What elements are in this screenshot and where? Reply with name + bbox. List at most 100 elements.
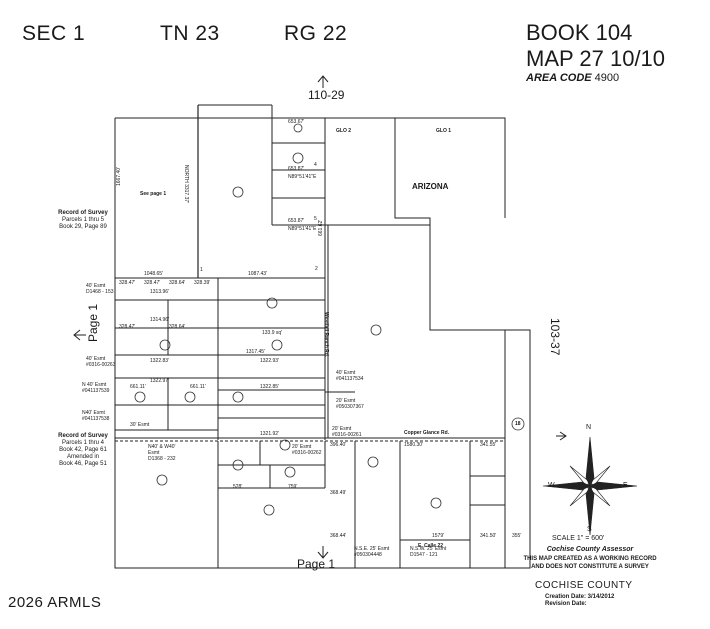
compass-rose [542,436,638,536]
creation-date: Creation Date: 3/14/2012 [545,594,615,600]
map-label: MAP 27 10/10 [526,46,666,71]
dimension-label: 328.39' [194,280,211,286]
adjacent-north[interactable]: 110-29 [308,88,345,102]
dimension-label: 396.40' [330,442,347,448]
dimension-label: 133.9 sq' [262,330,283,336]
dimension-label: 341.50' [480,533,497,539]
book-label: BOOK 104 [526,20,633,45]
dimension-label: 1322.93' [260,358,280,364]
dimension-label: 1314.96' [150,317,170,323]
dimension-label: 759' [288,484,298,490]
section-label: SEC 1 [22,22,86,45]
glo1-label: GLO 1 [436,128,452,134]
dimension-label: 661.11' [190,384,206,390]
dimension-label: 1313.96' [150,289,170,295]
record-survey-title: Record of Survey [58,210,108,216]
dimension-label: 328.64' [169,324,186,330]
dimension-label: 1322.83' [150,358,170,364]
dimension-label: 1048.65' [144,271,164,277]
assessor-label: Cochise County Assessor [546,546,634,553]
compass-west: W [548,482,555,489]
disclaimer-line-1: THIS MAP CREATED AS A WORKING RECORD [523,556,657,562]
parcel-18-label[interactable]: 18 [515,421,521,427]
parcel-18-strip [504,329,531,569]
calle-road-label: E. Calle 22 [418,543,444,549]
scale-label: SCALE 1" = 600' [552,535,605,542]
easement-note: 20' Esmt#0316-00261 [332,426,362,438]
dimension-label: 1322.97' [150,378,170,384]
record-survey-line: Book 46, Page 51 [59,461,107,467]
dimension-label: 1317.45' [246,349,266,355]
dimension-label: 1667.40' [116,166,122,186]
easement-note: 20' Esmt#0316-00262 [292,444,322,456]
section-boundary [114,118,506,569]
parcel-number-1: 1 [200,267,203,273]
compass-east: E [623,482,628,489]
dimension-label: 1579' [432,533,445,539]
dimension-label: 328.64' [169,280,186,286]
parcel-number-2: 2 [315,266,318,272]
dimension-label: 328.47' [119,324,136,330]
dimension-label: N89°51'41"E [288,226,317,232]
northeast-line [395,117,506,218]
dimension-label: 1321.92' [260,431,280,437]
range-label: RG 22 [284,22,348,45]
adjacent-west[interactable]: Page 1 [86,303,100,342]
see-page-label: See page 1 [140,191,167,197]
dimension-label: 653.87' [288,218,305,224]
dimension-label: NORTH 3317.37' [183,165,189,204]
parcel-number-5: 5 [314,216,317,222]
dimension-label: N89°51'41"E [288,174,317,180]
area-code: AREA CODE 4900 [526,72,619,84]
record-survey-line: Parcels 1 thru 4 [61,440,105,446]
record-survey-line: Parcels 1 thru 5 [61,217,105,223]
adjacent-south[interactable]: Page 1 [297,557,336,571]
dimension-label: 1580.30' [404,442,424,448]
township-label: TN 23 [160,22,220,45]
record-survey-line: Book 29, Page 89 [59,224,107,230]
dimension-label: 328.47' [144,280,161,286]
glo2-label: GLO 2 [336,128,352,134]
dimension-label: 653.67' [288,119,305,125]
easement-note: 40' Esmt#041137534 [336,370,364,382]
arizona-parcel-label: ARIZONA [412,182,449,191]
dimension-label: 368.44' [330,533,347,539]
copyright-watermark: 2026 ARMLS [8,594,102,611]
dimension-label: 355' [512,533,522,539]
dimension-label: 528' [233,484,243,490]
westfall-road-label: Westfall Ranch Rd. [323,312,329,358]
record-survey-line: Book 42, Page 61 [59,447,107,453]
area-code-value: 4900 [594,72,620,84]
dimension-label: 661.11' [130,384,146,390]
dimension-label: 1087.43' [248,271,268,277]
easement-note: 20' Esmt#050307367 [336,398,364,410]
adjacent-east[interactable]: 103-37 [548,318,562,356]
record-survey-title: Record of Survey [58,433,108,439]
dimension-label: 368.49' [330,490,347,496]
easement-note: 30' Esmt [130,422,150,428]
easement-note: N.S.E. 25' Esmt#050304448 [354,546,390,558]
easement-note: N40' Esmt#041137538 [82,410,110,422]
county-label: COCHISE COUNTY [535,580,633,591]
dimension-label: 341.55' [480,442,497,448]
compass-north: N [586,424,592,431]
record-of-survey-1: Record of Survey Parcels 1 thru 5 Book 2… [52,210,114,231]
easement-note: N 40' Esmt#041137539 [82,382,110,394]
easement-note: 40' Esmt#0316-00263 [86,356,116,368]
revision-date: Revision Date: [545,601,587,607]
dimension-label: 653.87' [288,166,305,172]
disclaimer-line-2: AND DOES NOT CONSTITUTE A SURVEY [531,564,649,570]
parcel-number-4: 4 [314,162,317,168]
dimension-label: 1322.85' [260,384,280,390]
copper-glance-road-label: Copper Glance Rd. [404,430,450,436]
dimension-label: 661.62' [318,219,324,236]
dimension-label: 328.47' [119,280,136,286]
record-of-survey-2: Record of Survey Parcels 1 thru 4 Book 4… [52,433,114,468]
compass-south: S [587,526,592,533]
area-code-label: AREA CODE [526,72,592,84]
record-survey-line: Amended in [66,454,100,460]
